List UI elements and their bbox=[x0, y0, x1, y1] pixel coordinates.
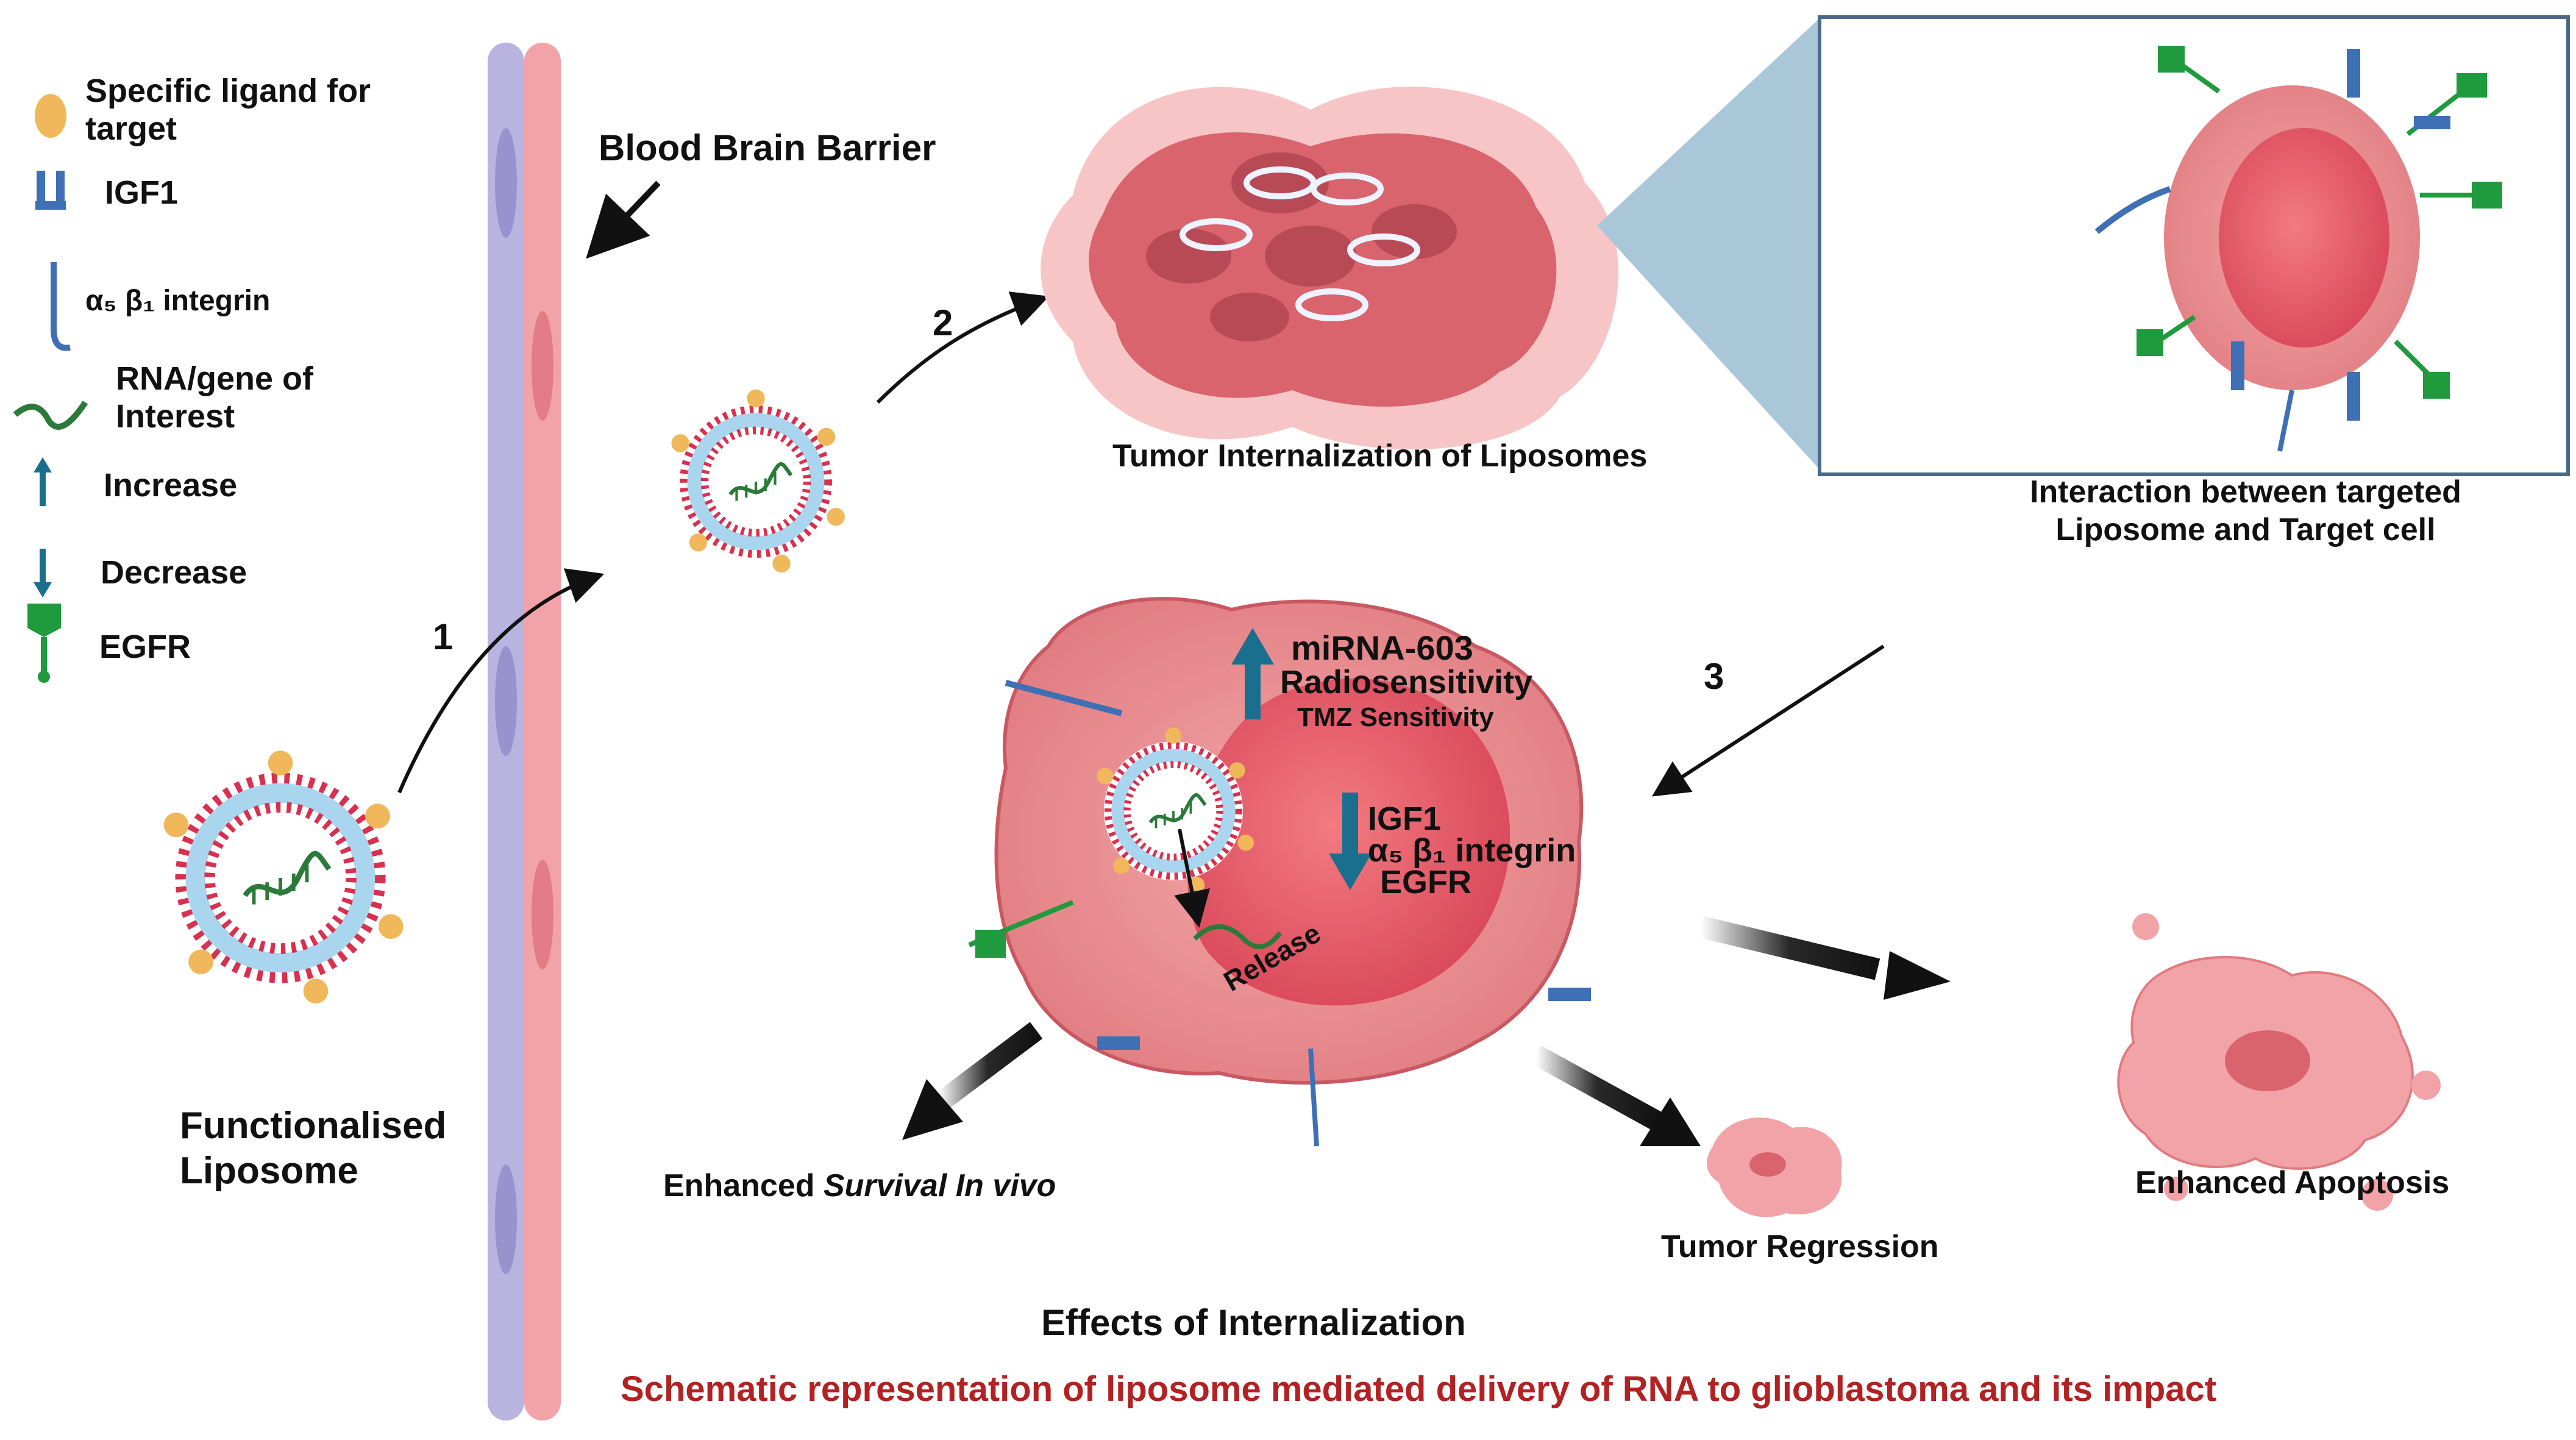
tumor-cluster bbox=[1041, 87, 1619, 450]
egfr-down-label: EGFR bbox=[1380, 864, 1472, 900]
legend-rna-label: RNA/gene of Interest bbox=[116, 360, 313, 435]
step3-arrow bbox=[1651, 644, 1885, 797]
igf1-down-label: IGF1 bbox=[1368, 800, 1442, 837]
target-cell-inset bbox=[2094, 46, 2502, 452]
bbb-arrow bbox=[586, 180, 661, 259]
decrease-arrow-icon bbox=[34, 549, 52, 597]
effects-label: Effects of Internalization bbox=[1041, 1302, 1466, 1343]
zoom-wedge bbox=[1597, 18, 1820, 469]
apoptotic-cell-icon bbox=[2117, 913, 2441, 1211]
egfr-icon bbox=[27, 604, 61, 683]
integrin-icon bbox=[51, 262, 71, 351]
radiosensitivity-label: Radiosensitivity bbox=[1280, 664, 1533, 700]
legend-igf1-label: IGF1 bbox=[105, 174, 179, 211]
caption: Schematic representation of liposome med… bbox=[621, 1369, 2217, 1409]
regression-arrow bbox=[1531, 1046, 1701, 1146]
step1-label: 1 bbox=[433, 616, 454, 657]
step3-label: 3 bbox=[1704, 656, 1724, 697]
functionalised-liposome bbox=[164, 750, 404, 1003]
step1-arrow bbox=[397, 568, 605, 794]
bbb-label: Blood Brain Barrier bbox=[599, 127, 936, 168]
legend-decrease-label: Decrease bbox=[101, 554, 247, 591]
rna-icon bbox=[13, 401, 88, 430]
functionalised-liposome-label: Functionalised Liposome bbox=[180, 1105, 447, 1192]
tmz-label: TMZ Sensitivity bbox=[1297, 702, 1494, 732]
survival-italic: Survival In vivo bbox=[823, 1168, 1056, 1203]
legend-increase-label: Increase bbox=[104, 467, 238, 504]
tumor-regression-label: Tumor Regression bbox=[1661, 1229, 1939, 1264]
increase-arrow bbox=[1231, 628, 1274, 719]
increase-arrow-icon bbox=[34, 457, 52, 506]
interaction-label: Interaction between targeted Liposome an… bbox=[2030, 474, 2461, 547]
liposome-crossing bbox=[671, 390, 845, 572]
legend-icons bbox=[13, 94, 88, 683]
mirna-label: miRNA-603 bbox=[1291, 629, 1473, 667]
apoptosis-label: Enhanced Apoptosis bbox=[2135, 1165, 2450, 1200]
igf1-icon bbox=[35, 171, 66, 210]
cell-receptors bbox=[968, 680, 1591, 1147]
tumor-regression-icon bbox=[1707, 1117, 1842, 1217]
ligand-icon bbox=[35, 94, 66, 138]
step2-label: 2 bbox=[933, 302, 953, 343]
blood-brain-barrier bbox=[488, 43, 561, 1420]
release-arrow bbox=[1174, 829, 1211, 928]
survival-label: Enhanced Survival In vivo bbox=[663, 1167, 1056, 1204]
survival-prefix: Enhanced bbox=[663, 1168, 824, 1203]
step2-arrow bbox=[876, 291, 1050, 404]
released-rna bbox=[1193, 924, 1283, 949]
decrease-arrow bbox=[1329, 793, 1372, 890]
tumor-internalization-label: Tumor Internalization of Liposomes bbox=[1112, 438, 1648, 474]
apoptosis-arrow bbox=[1698, 916, 1951, 1000]
legend-integrin-label: α₅ β₁ integrin bbox=[85, 285, 271, 317]
integrin-down-label: α₅ β₁ integrin bbox=[1368, 832, 1576, 869]
legend-egfr-label: EGFR bbox=[99, 629, 191, 665]
survival-arrow bbox=[902, 1022, 1043, 1140]
legend-ligand-label: Specific ligand for target bbox=[85, 73, 371, 147]
